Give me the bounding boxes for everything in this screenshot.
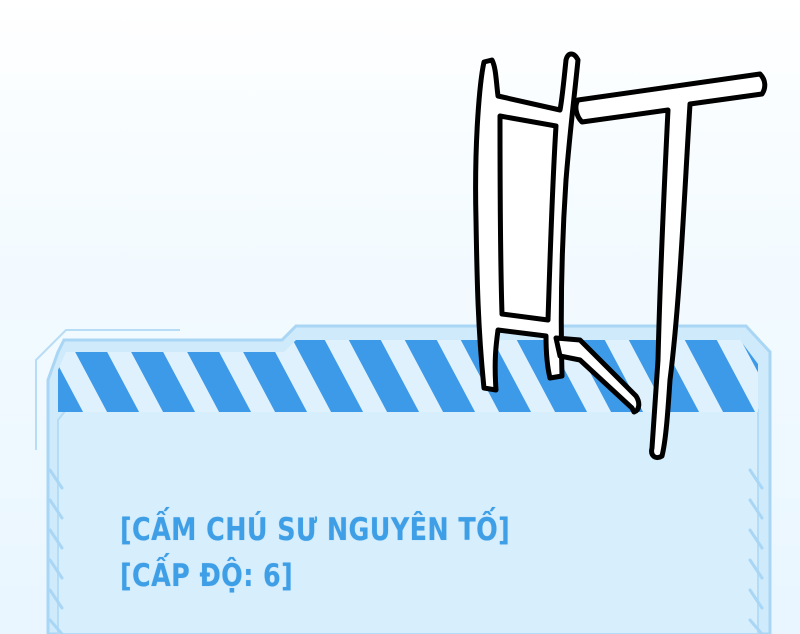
skill-title-text: [CẤM CHÚ SƯ NGUYÊN TỐ] <box>120 512 511 548</box>
right-tick-marks <box>748 468 764 634</box>
sound-effect-lettering <box>473 51 768 461</box>
left-tick-marks <box>48 468 64 634</box>
skill-level-text: [CẤP ĐỘ: 6] <box>120 558 294 594</box>
status-window <box>46 324 772 634</box>
